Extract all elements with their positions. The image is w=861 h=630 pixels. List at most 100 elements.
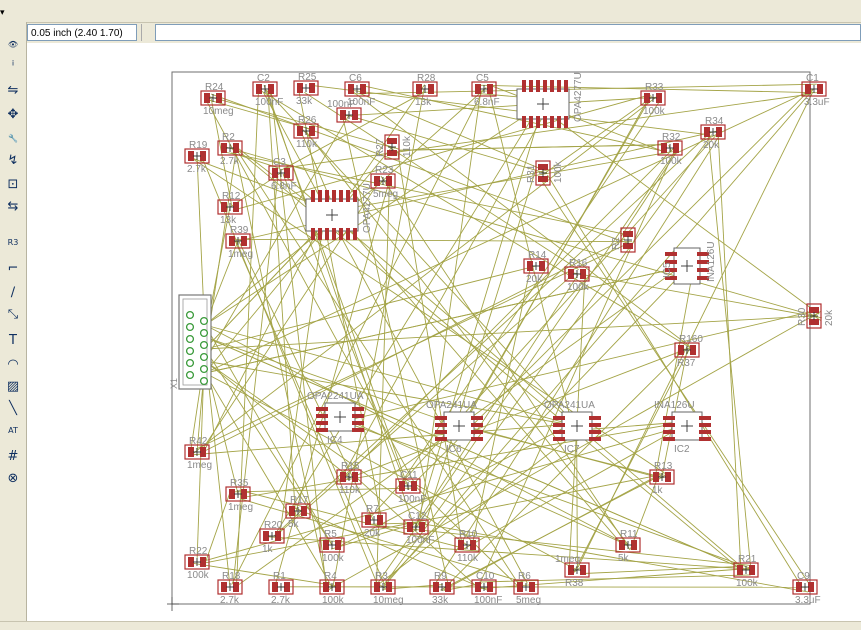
component-r2[interactable]: R22.7k (218, 132, 242, 167)
part-value-label: 2.7k (220, 156, 240, 167)
ratsnest-line (202, 426, 683, 561)
split-icon[interactable]: ∕ (3, 282, 23, 302)
ic-ic_top[interactable]: OPA4277U (517, 72, 584, 128)
component-r22[interactable]: R22 100k (185, 546, 210, 581)
ic-ic_left[interactable]: OPA4277U (306, 183, 373, 240)
route-icon[interactable]: ⤡ (3, 304, 23, 324)
ic-pad (471, 437, 483, 441)
pcb-board[interactable]: R2410megC2100nFR2533kC6100nFR2813kC56.8n… (27, 43, 861, 621)
component-r28[interactable]: R28 13k (413, 73, 437, 108)
component-r1[interactable]: R12.7k (269, 571, 293, 606)
part-value-label: 100k (187, 570, 210, 581)
change-icon[interactable]: 🔧 (3, 128, 23, 148)
part-name-label: R34 (705, 116, 724, 127)
ic-pad (332, 190, 336, 202)
attribute-icon[interactable]: AT (3, 420, 23, 440)
rect-icon[interactable]: ▨ (3, 376, 23, 396)
menu-chevron-icon[interactable]: ▾ (0, 8, 5, 18)
part-value-label: 110k (402, 135, 413, 157)
component-c5[interactable]: C56.8nF (472, 73, 500, 108)
ic-pad (699, 423, 711, 427)
ratsnest-line (204, 217, 324, 451)
mirror-icon[interactable]: ⇋ (3, 80, 23, 100)
replace-icon[interactable]: ⊡ (3, 174, 23, 194)
ic-value-label: INA126U (654, 400, 695, 411)
ratsnest-icon[interactable]: # (3, 446, 23, 466)
part-value-label: 1k (652, 485, 664, 496)
circle-icon[interactable]: ◠ (3, 354, 23, 374)
component-c1[interactable]: C13.3uF (802, 73, 830, 108)
ic-pad (352, 414, 364, 418)
info-icon[interactable]: ⁱ (3, 56, 23, 76)
ratsnest-line (341, 97, 661, 116)
move-icon[interactable]: ✥ (3, 104, 23, 124)
command-input[interactable] (156, 28, 861, 43)
part-value-label: 2.7k (187, 164, 207, 175)
autorouter-icon[interactable]: ⊗ (3, 468, 23, 488)
part-value-label: 110k (339, 485, 361, 496)
optimize-icon[interactable]: ⇆ (3, 196, 23, 216)
text-icon[interactable]: T (3, 330, 23, 350)
part-value-label: 100k (736, 578, 759, 589)
part-name-label: R5 (324, 529, 337, 540)
ic-pad (522, 116, 526, 128)
ic-pad (663, 416, 675, 420)
part-value-label: 6.8nF (271, 181, 297, 192)
ic-pad (325, 190, 329, 202)
ratsnest-line (234, 239, 632, 241)
part-name-label: R38 (565, 578, 584, 589)
ratsnest-line (268, 91, 295, 509)
wire-icon[interactable]: ╲ (3, 398, 23, 418)
cursor-crosshair (167, 597, 179, 611)
connector-pin (187, 372, 194, 379)
connector-x1[interactable]: X1 (169, 295, 211, 389)
ic-pad (435, 430, 447, 434)
command-line[interactable] (155, 24, 861, 41)
value-icon[interactable]: R3 (3, 232, 23, 252)
show-icon[interactable]: 👁 (3, 34, 23, 54)
miter-icon[interactable]: ⌐ (3, 258, 23, 278)
part-name-label: R22 (189, 546, 208, 557)
ic-value-label: OPA4277U (362, 183, 373, 233)
component-c9[interactable]: C93.3uF (793, 571, 821, 606)
part-value-label: 13k (415, 97, 432, 108)
pinswap-icon[interactable]: ↯ (3, 150, 23, 170)
part-name-label: R28 (417, 73, 436, 84)
ic-value-label: OPA241UA (426, 400, 477, 411)
